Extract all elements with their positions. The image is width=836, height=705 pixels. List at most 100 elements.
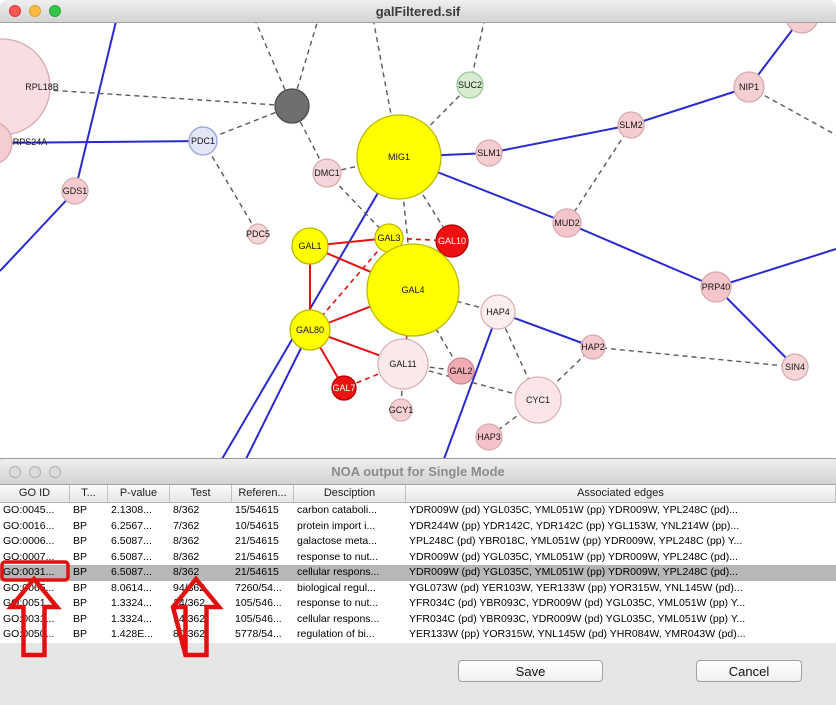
graph-node-GAL80[interactable] <box>289 309 331 351</box>
graph-node-label: MUD2 <box>554 218 580 228</box>
graph-node-HAP3[interactable] <box>475 423 503 451</box>
column-header-0[interactable]: GO ID <box>0 485 70 502</box>
column-header-6[interactable]: Associated edges <box>406 485 836 502</box>
column-header-5[interactable]: Desciption <box>294 485 406 502</box>
graph-node-SIN4[interactable] <box>781 353 809 381</box>
graph-edge[interactable] <box>443 311 499 459</box>
graph-edge[interactable] <box>630 86 750 126</box>
graph-edge[interactable] <box>1 86 293 107</box>
graph-edge[interactable] <box>715 286 796 368</box>
column-header-2[interactable]: P-value <box>108 485 170 502</box>
graph-edge[interactable] <box>412 289 462 372</box>
table-cell: cellular respons... <box>297 612 380 625</box>
zoom-button[interactable] <box>49 5 61 17</box>
cancel-button[interactable]: Cancel <box>696 660 802 682</box>
table-cell: carbon cataboli... <box>297 504 377 516</box>
graph-edge[interactable] <box>252 23 293 107</box>
graph-edge[interactable] <box>74 23 118 192</box>
graph-edge[interactable] <box>566 124 632 224</box>
graph-node-SLM1[interactable] <box>475 139 503 167</box>
zoom-button[interactable] <box>49 465 61 478</box>
graph-node-PDC1[interactable] <box>188 126 218 156</box>
graph-edge[interactable] <box>291 23 320 107</box>
column-header-3[interactable]: Test <box>170 485 232 502</box>
table-cell: biological regul... <box>297 581 376 594</box>
graph-node-MUD2[interactable] <box>552 208 582 238</box>
table-cell: 105/546... <box>235 612 282 625</box>
graph-node-PRP40[interactable] <box>700 271 732 303</box>
graph-node-unlabeled[interactable] <box>274 88 310 124</box>
graph-edge[interactable] <box>202 140 259 235</box>
table-cell: GO:0031... <box>3 612 55 625</box>
table-cell: 21/54615 <box>235 550 279 563</box>
save-button[interactable]: Save <box>458 660 603 682</box>
table-cell: 8/362 <box>173 550 200 563</box>
graph-node-DMC1[interactable] <box>312 158 342 188</box>
graph-node-label: RPS24A <box>13 137 48 147</box>
table-cell: 7/362 <box>173 519 200 532</box>
graph-edge[interactable] <box>326 172 390 239</box>
table-cell: 8/362 <box>173 535 200 547</box>
graph-node-label: GAL1 <box>298 241 321 251</box>
graph-node-GAL4[interactable] <box>366 243 460 337</box>
graph-edge[interactable] <box>748 86 836 136</box>
graph-node-CYC1[interactable] <box>514 376 562 424</box>
graph-node-GAL1[interactable] <box>291 227 329 265</box>
graph-node-NIP1[interactable] <box>733 71 765 103</box>
graph-edge[interactable] <box>566 222 717 288</box>
graph-node-label: NIP1 <box>739 82 759 92</box>
graph-node-GDS1[interactable] <box>61 177 89 205</box>
table-cell: 5778/54... <box>235 628 282 640</box>
graph-node-GAL2[interactable] <box>447 357 475 385</box>
graph-node-PDC5[interactable] <box>247 223 269 245</box>
table-cell: 10/54615 <box>235 519 279 532</box>
graph-node-GAL10[interactable] <box>435 224 469 258</box>
network-window-titlebar[interactable]: galFiltered.sif <box>0 0 836 23</box>
graph-node-SLM2[interactable] <box>617 111 645 139</box>
graph-edge[interactable] <box>0 190 76 272</box>
graph-node-GCY1[interactable] <box>389 398 413 422</box>
graph-edge[interactable] <box>497 311 539 401</box>
minimize-button[interactable] <box>29 465 41 478</box>
graph-edge[interactable] <box>398 84 471 158</box>
graph-edge[interactable] <box>372 23 400 158</box>
graph-node-RPS24A[interactable] <box>0 121 13 165</box>
graph-node-GAL11[interactable] <box>377 338 429 390</box>
close-button[interactable] <box>9 465 21 478</box>
table-cell: 14/362 <box>173 597 206 609</box>
graph-node-GAL7[interactable] <box>331 375 357 401</box>
graph-edge[interactable] <box>488 124 632 154</box>
graph-edge[interactable] <box>0 140 204 144</box>
table-cell: 15/54615 <box>235 504 279 516</box>
noa-window-titlebar[interactable]: NOA output for Single Mode <box>0 459 836 485</box>
graph-edge[interactable] <box>202 105 293 142</box>
graph-edge[interactable] <box>715 248 836 288</box>
graph-node-SUC2[interactable] <box>456 71 484 99</box>
column-header-1[interactable]: T... <box>70 485 108 502</box>
graph-node-unlabeled[interactable] <box>786 23 818 34</box>
graph-node-label: GAL11 <box>389 359 416 369</box>
column-header-4[interactable]: Referen... <box>232 485 294 502</box>
table-cell: BP <box>73 519 88 532</box>
close-button[interactable] <box>9 5 21 17</box>
graph-node-HAP2[interactable] <box>580 334 606 360</box>
graph-node-label: SIN4 <box>785 362 805 372</box>
minimize-button[interactable] <box>29 5 41 17</box>
graph-edge[interactable] <box>245 329 311 459</box>
table-cell: YDR244W (pp) YDR142C, YDR142C (pp) YGL15… <box>409 519 740 532</box>
graph-node-HAP4[interactable] <box>480 294 516 330</box>
graph-node-MIG1[interactable] <box>356 114 442 200</box>
table-cell: GO:0065... <box>3 581 55 594</box>
graph-edge[interactable] <box>592 346 796 368</box>
